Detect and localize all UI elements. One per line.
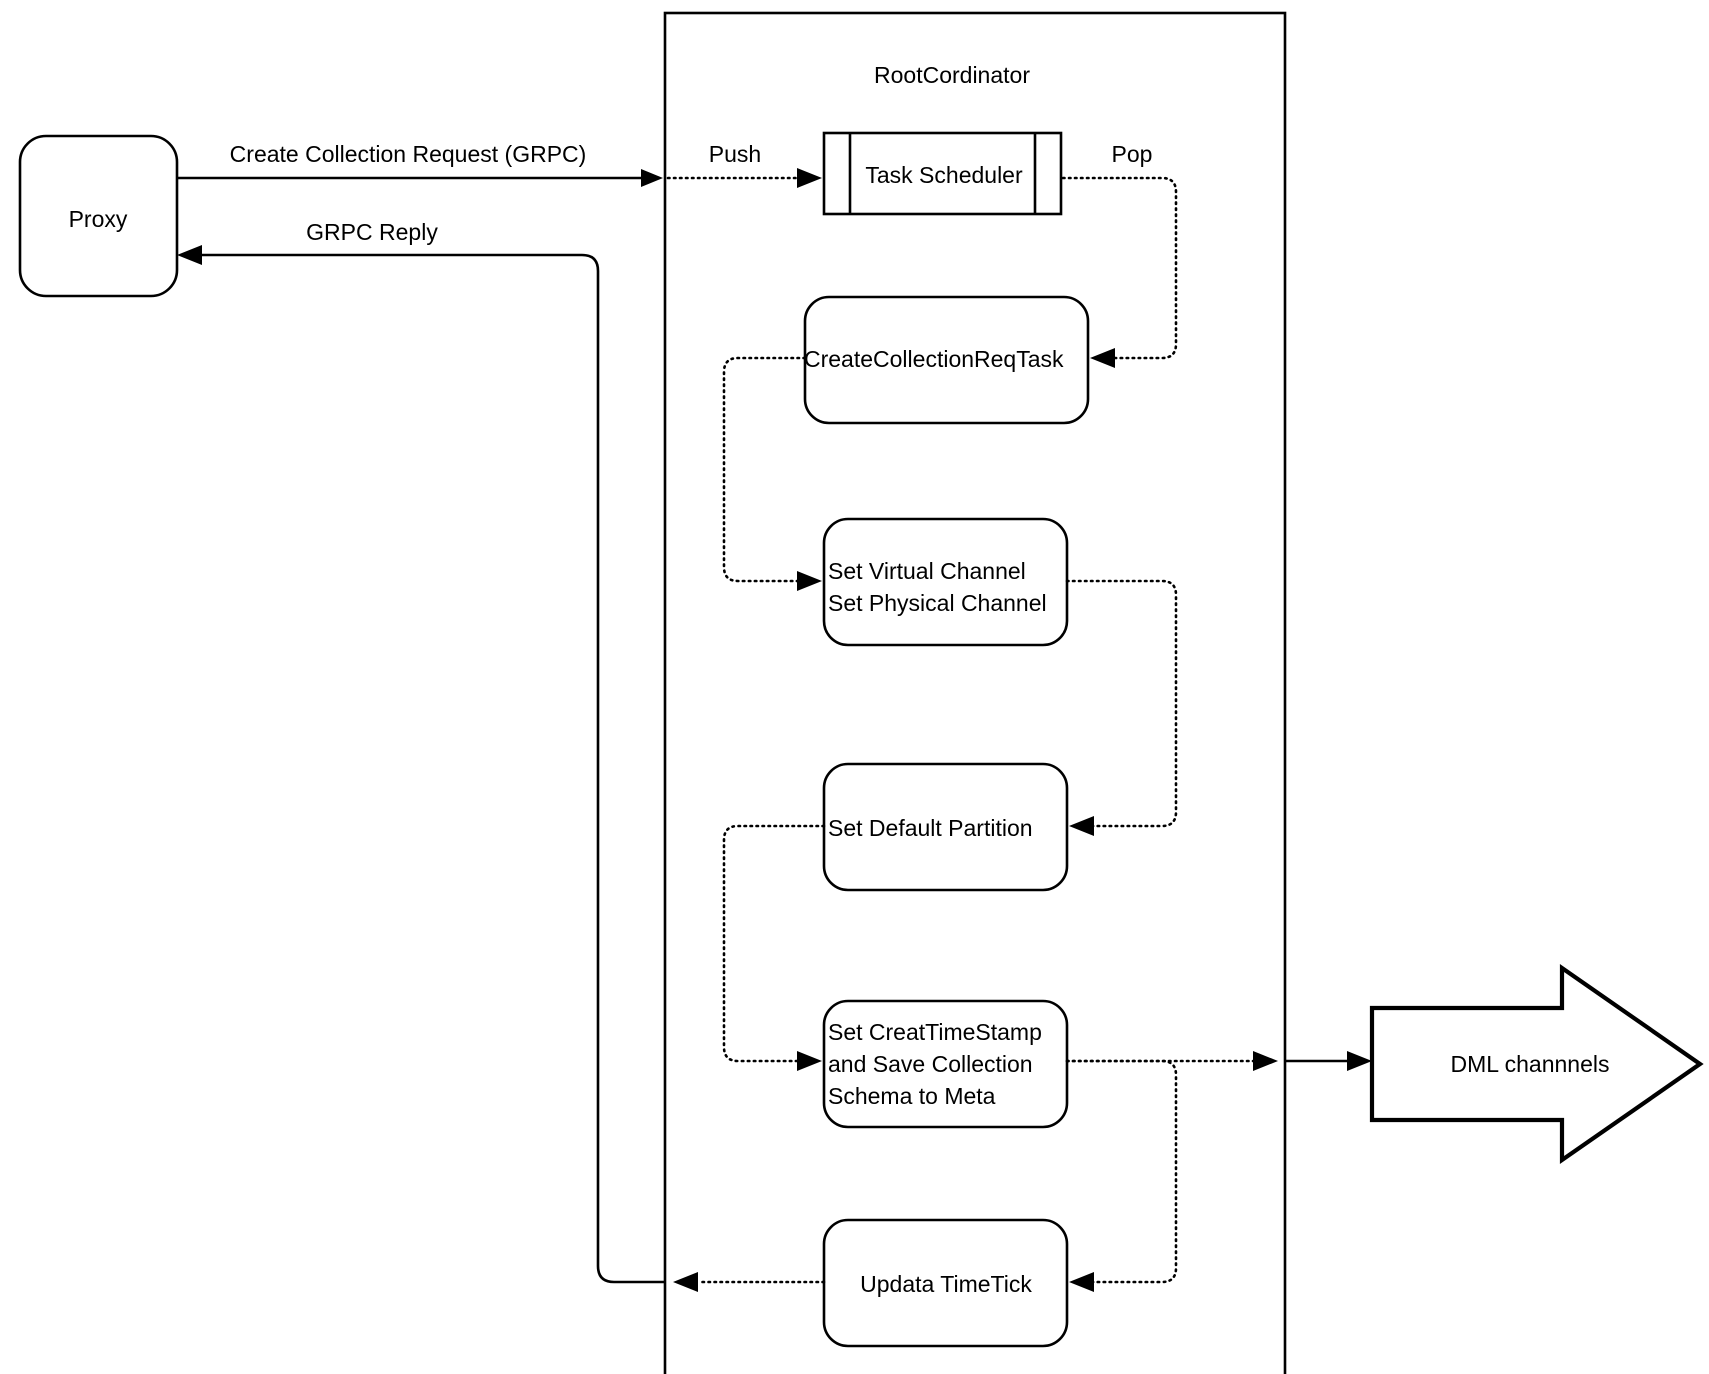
edge-label-grpc-reply: GRPC Reply (306, 219, 438, 245)
edge-grpc-reply (177, 245, 665, 1284)
node-create-collection-req-task-label: CreateCollectionReqTask (804, 346, 1064, 372)
node-task-scheduler[interactable] (822, 131, 1063, 216)
edge-label-create-collection-request: Create Collection Request (GRPC) (230, 141, 587, 167)
edge-partition-to-meta (722, 824, 826, 1071)
edge-label-pop: Pop (1112, 141, 1153, 167)
edge-container-to-dml (1286, 1051, 1372, 1071)
node-updata-timetick-label: Updata TimeTick (860, 1271, 1032, 1297)
edge-create-collection-request (177, 169, 663, 187)
edge-pop (1061, 176, 1178, 368)
node-set-channel-line1: Set Virtual Channel (828, 558, 1026, 584)
node-dml-channels[interactable] (1369, 963, 1704, 1165)
node-dml-channels-label: DML channnels (1451, 1051, 1610, 1077)
rootcordinator-title: RootCordinator (874, 62, 1030, 88)
edge-push (666, 168, 822, 188)
rootcordinator-container (663, 11, 1287, 1374)
edge-task-to-channel (722, 356, 822, 591)
edge-timetick-to-reply (673, 1272, 826, 1292)
node-set-channel-line2: Set Physical Channel (828, 590, 1047, 616)
edge-channel-to-partition (1065, 579, 1178, 836)
node-set-default-partition-label: Set Default Partition (828, 815, 1033, 841)
node-set-create-timestamp-line2: and Save Collection (828, 1051, 1033, 1077)
node-task-scheduler-label: Task Scheduler (865, 162, 1023, 188)
node-proxy-label: Proxy (69, 206, 128, 232)
node-set-create-timestamp-line3: Schema to Meta (828, 1083, 996, 1109)
node-proxy[interactable] (18, 134, 179, 298)
node-set-create-timestamp[interactable] (822, 999, 1069, 1129)
edge-meta-to-timetick (1065, 1059, 1178, 1292)
node-set-create-timestamp-line1: Set CreatTimeStamp (828, 1019, 1042, 1045)
edge-label-push: Push (709, 141, 761, 167)
node-create-collection-req-task[interactable] (803, 295, 1090, 425)
